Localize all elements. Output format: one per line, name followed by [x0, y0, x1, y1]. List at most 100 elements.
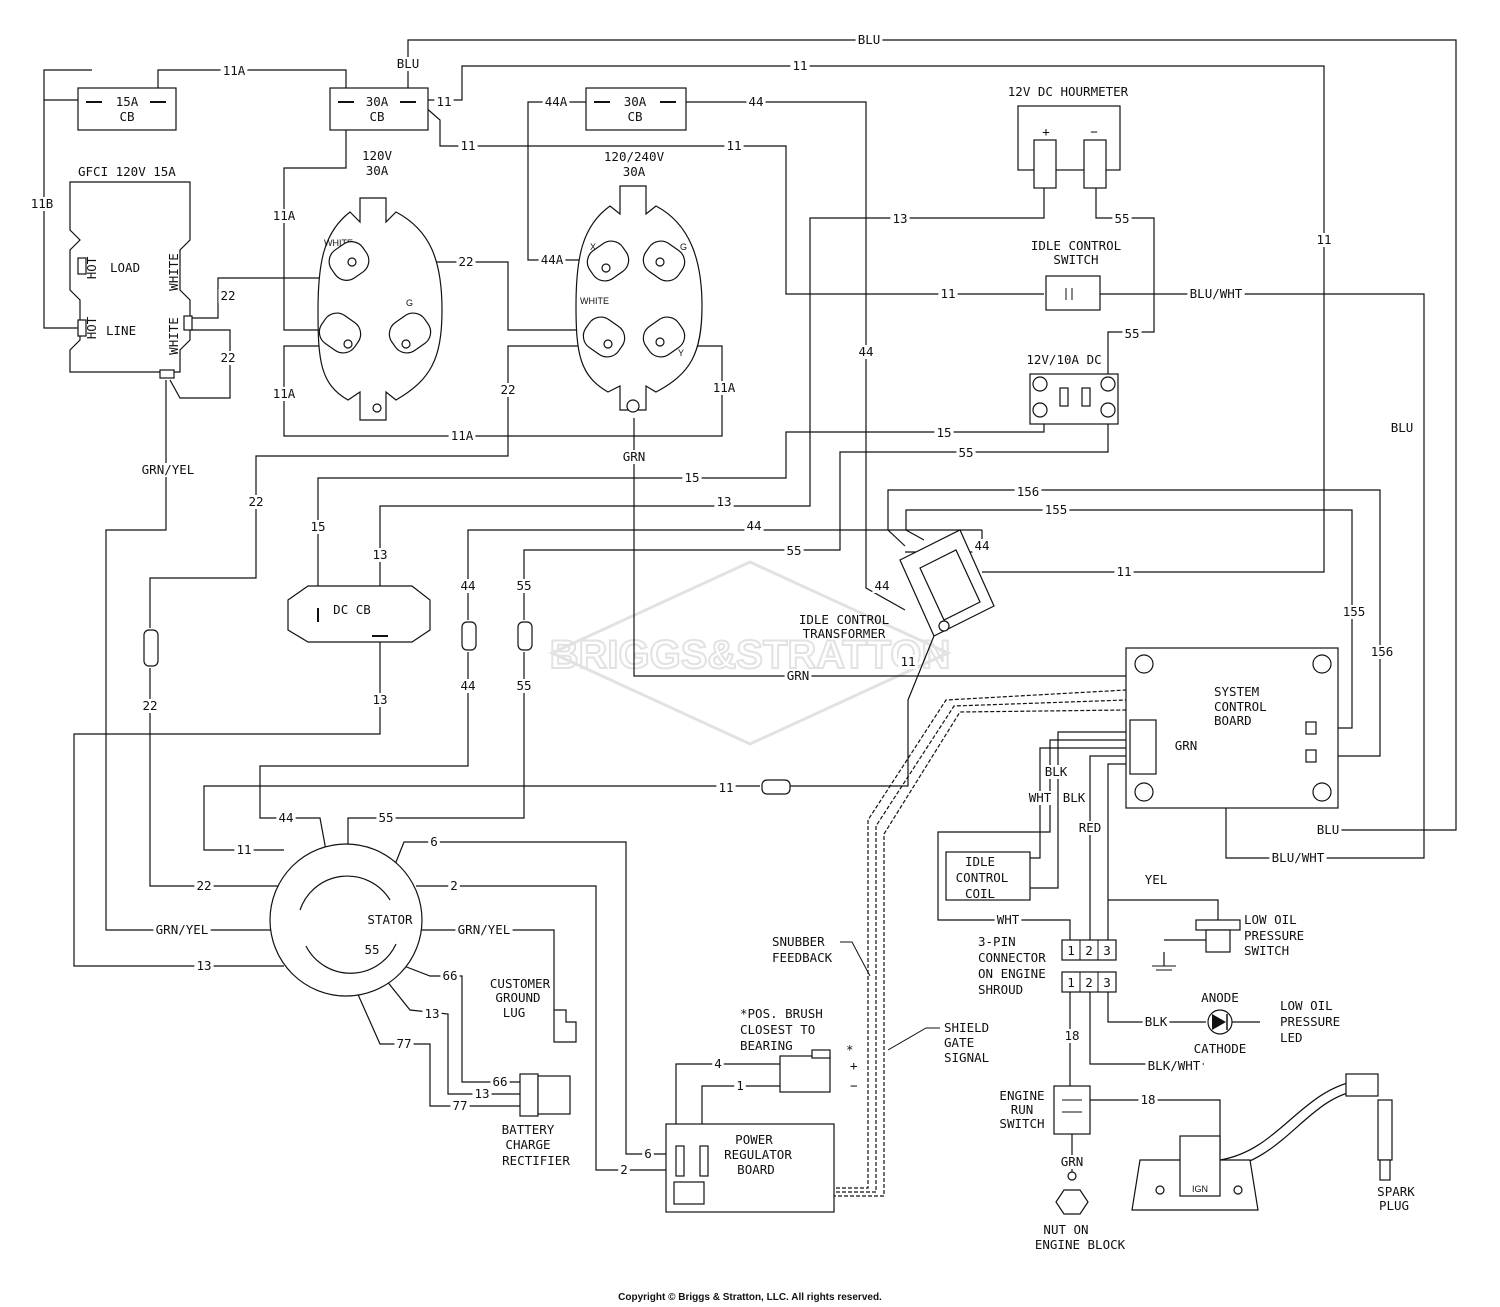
- snubber-2: FEEDBACK: [772, 950, 833, 965]
- wire-label-bg: [376, 811, 396, 825]
- gfci-white-2: WHITE: [166, 317, 181, 355]
- wire-label-bg: [1368, 645, 1396, 659]
- wire-label-bg: [714, 495, 734, 509]
- transformer-label-1: IDLE CONTROL: [799, 612, 889, 627]
- dc-circuit-breaker: DC CB: [287, 585, 431, 643]
- wire-label-bg: [956, 446, 976, 460]
- wire-label-bg: [1388, 421, 1416, 435]
- wire-label-blu-cb: BLU: [397, 56, 420, 71]
- wire-label-bg: [1058, 1155, 1086, 1169]
- r240-g: G: [680, 242, 687, 252]
- wire-label-bg: [270, 387, 298, 401]
- wire-label-bg: [458, 139, 478, 153]
- los-line-3: SWITCH: [1244, 943, 1289, 958]
- ign-label: IGN: [1192, 1184, 1208, 1194]
- wire-label-11-tr: 11: [1116, 564, 1131, 579]
- battery-charge-rectifier: BATTERY CHARGE RECTIFIER: [502, 1073, 571, 1168]
- wire-label-15-dc: 15: [936, 425, 951, 440]
- wire-label-bg: [456, 255, 476, 269]
- ers-line-3: SWITCH: [999, 1116, 1044, 1131]
- wire-label-44-tr2: 44: [874, 578, 889, 593]
- wire-label-bg: [934, 426, 954, 440]
- wire-label-bg: [234, 843, 254, 857]
- stator-label: STATOR: [367, 912, 413, 927]
- wire-label-bg: [1142, 1015, 1170, 1029]
- wire-label-bg: [1122, 327, 1142, 341]
- wire-label-6-pr: 6: [644, 1146, 652, 1161]
- watermark-text: BRIGGS&STRATTON: [550, 633, 951, 677]
- brush-note-3: BEARING: [740, 1038, 793, 1053]
- wire-label-22-st: 22: [196, 878, 211, 893]
- wire-label-blk-a: BLK: [1045, 764, 1068, 779]
- brush-plus: +: [850, 1058, 858, 1073]
- wire-label-bg: [514, 579, 534, 593]
- cb30r-cb: CB: [627, 109, 642, 124]
- wire-label-wht-a: WHT: [1029, 790, 1052, 805]
- wire-label-1: 1: [736, 1078, 744, 1093]
- wire-label-grn-bot: GRN: [787, 668, 810, 683]
- wire-label-13-r: 13: [474, 1086, 489, 1101]
- prb-line-2: REGULATOR: [724, 1147, 792, 1162]
- wire-label-bg: [308, 520, 328, 534]
- wire-label-blu-top: BLU: [858, 32, 881, 47]
- wire-label-bg: [642, 1147, 654, 1161]
- wire-label-55-conn: 55: [516, 578, 531, 593]
- hourmeter-title: 12V DC HOURMETER: [1008, 84, 1129, 99]
- ers-line-2: RUN: [1011, 1102, 1034, 1117]
- hourmeter-minus: −: [1090, 124, 1098, 139]
- wire-label-bg: [744, 519, 764, 533]
- wire-label-wht-coil: WHT: [997, 912, 1020, 927]
- wire-label-bg: [440, 969, 460, 983]
- wire-label-11-conn: 11: [718, 780, 733, 795]
- wire-label-bg: [1172, 739, 1200, 753]
- coil-line-2: CONTROL: [956, 870, 1009, 885]
- scb-line-2: CONTROL: [1214, 699, 1267, 714]
- wire-label-155-right: 155: [1343, 604, 1366, 619]
- shield-2: GATE: [944, 1035, 974, 1050]
- wire-label-grnyel-l: GRN/YEL: [156, 922, 209, 937]
- wire-label-bg: [724, 139, 744, 153]
- circuit-breaker-30a-left: 30A CB: [329, 87, 429, 131]
- wire-label-22-lower: 22: [142, 698, 157, 713]
- wire-label-22-left: 22: [248, 494, 263, 509]
- wire-label-bg: [716, 781, 736, 795]
- rect-line-1: BATTERY: [502, 1122, 555, 1137]
- wire-label-155-top: 155: [1045, 502, 1068, 517]
- wire-label-bg: [972, 539, 992, 553]
- wire-label-bg: [1314, 233, 1334, 247]
- brush-assembly: *POS. BRUSH CLOSEST TO BEARING * + −: [740, 1006, 858, 1093]
- ignition-module: IGN: [1131, 1135, 1259, 1211]
- dc-outlet-12v: 12V/10A DC: [1026, 352, 1119, 425]
- wire-label-6-st: 6: [430, 834, 438, 849]
- wire-label-bluwht-sw: BLU/WHT: [1190, 286, 1243, 301]
- led-cathode: CATHODE: [1194, 1041, 1247, 1056]
- wire-label-grn-r240: GRN: [623, 449, 646, 464]
- wire-label-44a-top: 44A: [545, 94, 568, 109]
- pin-3-upper: 3: [1103, 943, 1111, 958]
- wire-label-bg: [428, 835, 440, 849]
- low-oil-led: ANODE CATHODE LOW OIL PRESSURE LED: [1194, 990, 1341, 1056]
- wire-label-grnyel-r: GRN/YEL: [458, 922, 511, 937]
- wire-label-13-hm: 13: [892, 211, 907, 226]
- wire-label-bg: [194, 959, 214, 973]
- wire-label-11a-r240: 11A: [713, 380, 736, 395]
- spark-plug-2: PLUG: [1379, 1198, 1409, 1213]
- circuit-breaker-30a-right: 30A CB: [585, 87, 687, 131]
- coil-line-3: COIL: [965, 886, 995, 901]
- wire-label-bg: [994, 913, 1022, 927]
- engine-run-switch: ENGINE RUN SWITCH: [999, 1085, 1091, 1135]
- wire-label-55-dc2: 55: [958, 445, 973, 460]
- wire-label-11-mid-b: 11: [726, 138, 741, 153]
- wire-label-bg: [218, 351, 238, 365]
- wire-label-44a-r240: 44A: [541, 252, 564, 267]
- dc-cb-label: DC CB: [333, 602, 371, 617]
- wire-label-bg: [490, 1075, 510, 1089]
- wire-label-bg: [618, 1163, 630, 1177]
- brush-star: *: [846, 1042, 854, 1057]
- ers-line-1: ENGINE: [999, 1088, 1044, 1103]
- wire-label-bg: [898, 655, 918, 669]
- wire-label-11-mid-a: 11: [460, 138, 475, 153]
- nut-on-engine-block: NUT ON ENGINE BLOCK: [1035, 1171, 1126, 1252]
- wire-label-bg: [276, 811, 296, 825]
